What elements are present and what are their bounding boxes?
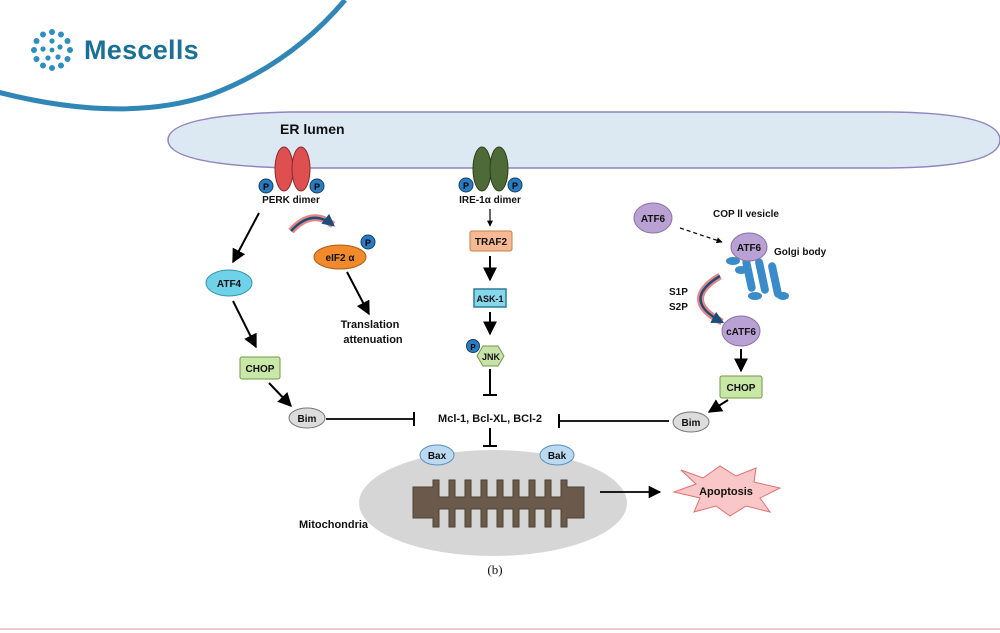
footer-divider — [0, 628, 1000, 630]
eif2a-label: eIF2 α — [326, 253, 356, 264]
attenuation-label: attenuation — [343, 334, 403, 346]
golgi-label: Golgi body — [774, 247, 827, 258]
ask1-label: ASK-1 — [476, 294, 503, 304]
bak-label: Bak — [548, 451, 567, 462]
bim-left-node — [288, 407, 326, 429]
bim-left-label: Bim — [298, 414, 317, 425]
svg-text:P: P — [263, 182, 269, 192]
perk-phospho-right — [309, 178, 325, 194]
s1p-label: S1P — [669, 287, 688, 298]
perk-dimer: P P — [258, 146, 325, 194]
er-lumen-label: ER lumen — [280, 121, 345, 137]
atf4-node — [205, 269, 253, 297]
atf4-label: ATF4 — [217, 279, 242, 290]
chop-left-node — [239, 356, 281, 380]
atf6-golgi-node — [730, 232, 768, 262]
swoosh-curve — [0, 0, 347, 112]
cop-vesicle-label: COP ll vesicle — [713, 209, 779, 220]
svg-text:P: P — [314, 182, 320, 192]
bax-label: Bax — [428, 451, 447, 462]
mitochondrion-shape — [412, 479, 585, 528]
chop-right-label: CHOP — [727, 383, 756, 394]
ire1-phospho-right — [507, 177, 523, 193]
bim-right-node — [672, 411, 710, 433]
bim-right-label: Bim — [682, 418, 701, 429]
s2p-label: S2P — [669, 302, 688, 313]
traf2-label: TRAF2 — [475, 237, 508, 248]
svg-text:P: P — [365, 238, 371, 248]
bak-node — [539, 444, 575, 466]
jnk-phospho — [466, 339, 480, 353]
golgi-body — [726, 257, 789, 300]
apoptosis-label: Apoptosis — [699, 486, 753, 498]
chop-left-label: CHOP — [246, 364, 275, 375]
cell-cluster-icon — [31, 29, 73, 71]
eif2a-node — [313, 244, 367, 270]
perk-phospho-left — [258, 178, 274, 194]
er-lumen-membrane — [167, 111, 1000, 169]
perk-label: PERK dimer — [262, 195, 320, 206]
apoptosis-burst — [672, 465, 782, 517]
mcl-label: Mcl-1, Bcl-XL, BCl-2 — [438, 413, 542, 425]
ask1-node — [473, 288, 507, 308]
atf6-golgi-label: ATF6 — [737, 243, 762, 254]
chop-right-node — [719, 375, 763, 399]
mitochondria-label: Mitochondria — [299, 519, 369, 531]
ire1-label: IRE-1α dimer — [459, 195, 521, 206]
ire1-dimer: P P — [458, 146, 523, 193]
cleavage-curved-arrow — [699, 274, 725, 324]
svg-text:P: P — [512, 181, 518, 191]
brand-logo: Mescells — [30, 28, 199, 72]
svg-text:P: P — [463, 181, 469, 191]
atf6-free-label: ATF6 — [641, 214, 666, 225]
translation-label: Translation — [341, 319, 400, 331]
panel-label: (b) — [487, 562, 502, 577]
svg-text:P: P — [470, 343, 476, 352]
jnk-node — [476, 345, 505, 367]
ire1-phospho-left — [458, 177, 474, 193]
catf6-label: cATF6 — [726, 327, 756, 338]
atf6-free-node — [633, 202, 673, 234]
catf6-node — [721, 315, 761, 347]
eif2a-phospho — [360, 234, 376, 250]
jnk-label: JNK — [482, 352, 501, 362]
traf2-node — [469, 230, 513, 252]
brand-name: Mescells — [84, 34, 199, 65]
bax-node — [419, 444, 455, 466]
